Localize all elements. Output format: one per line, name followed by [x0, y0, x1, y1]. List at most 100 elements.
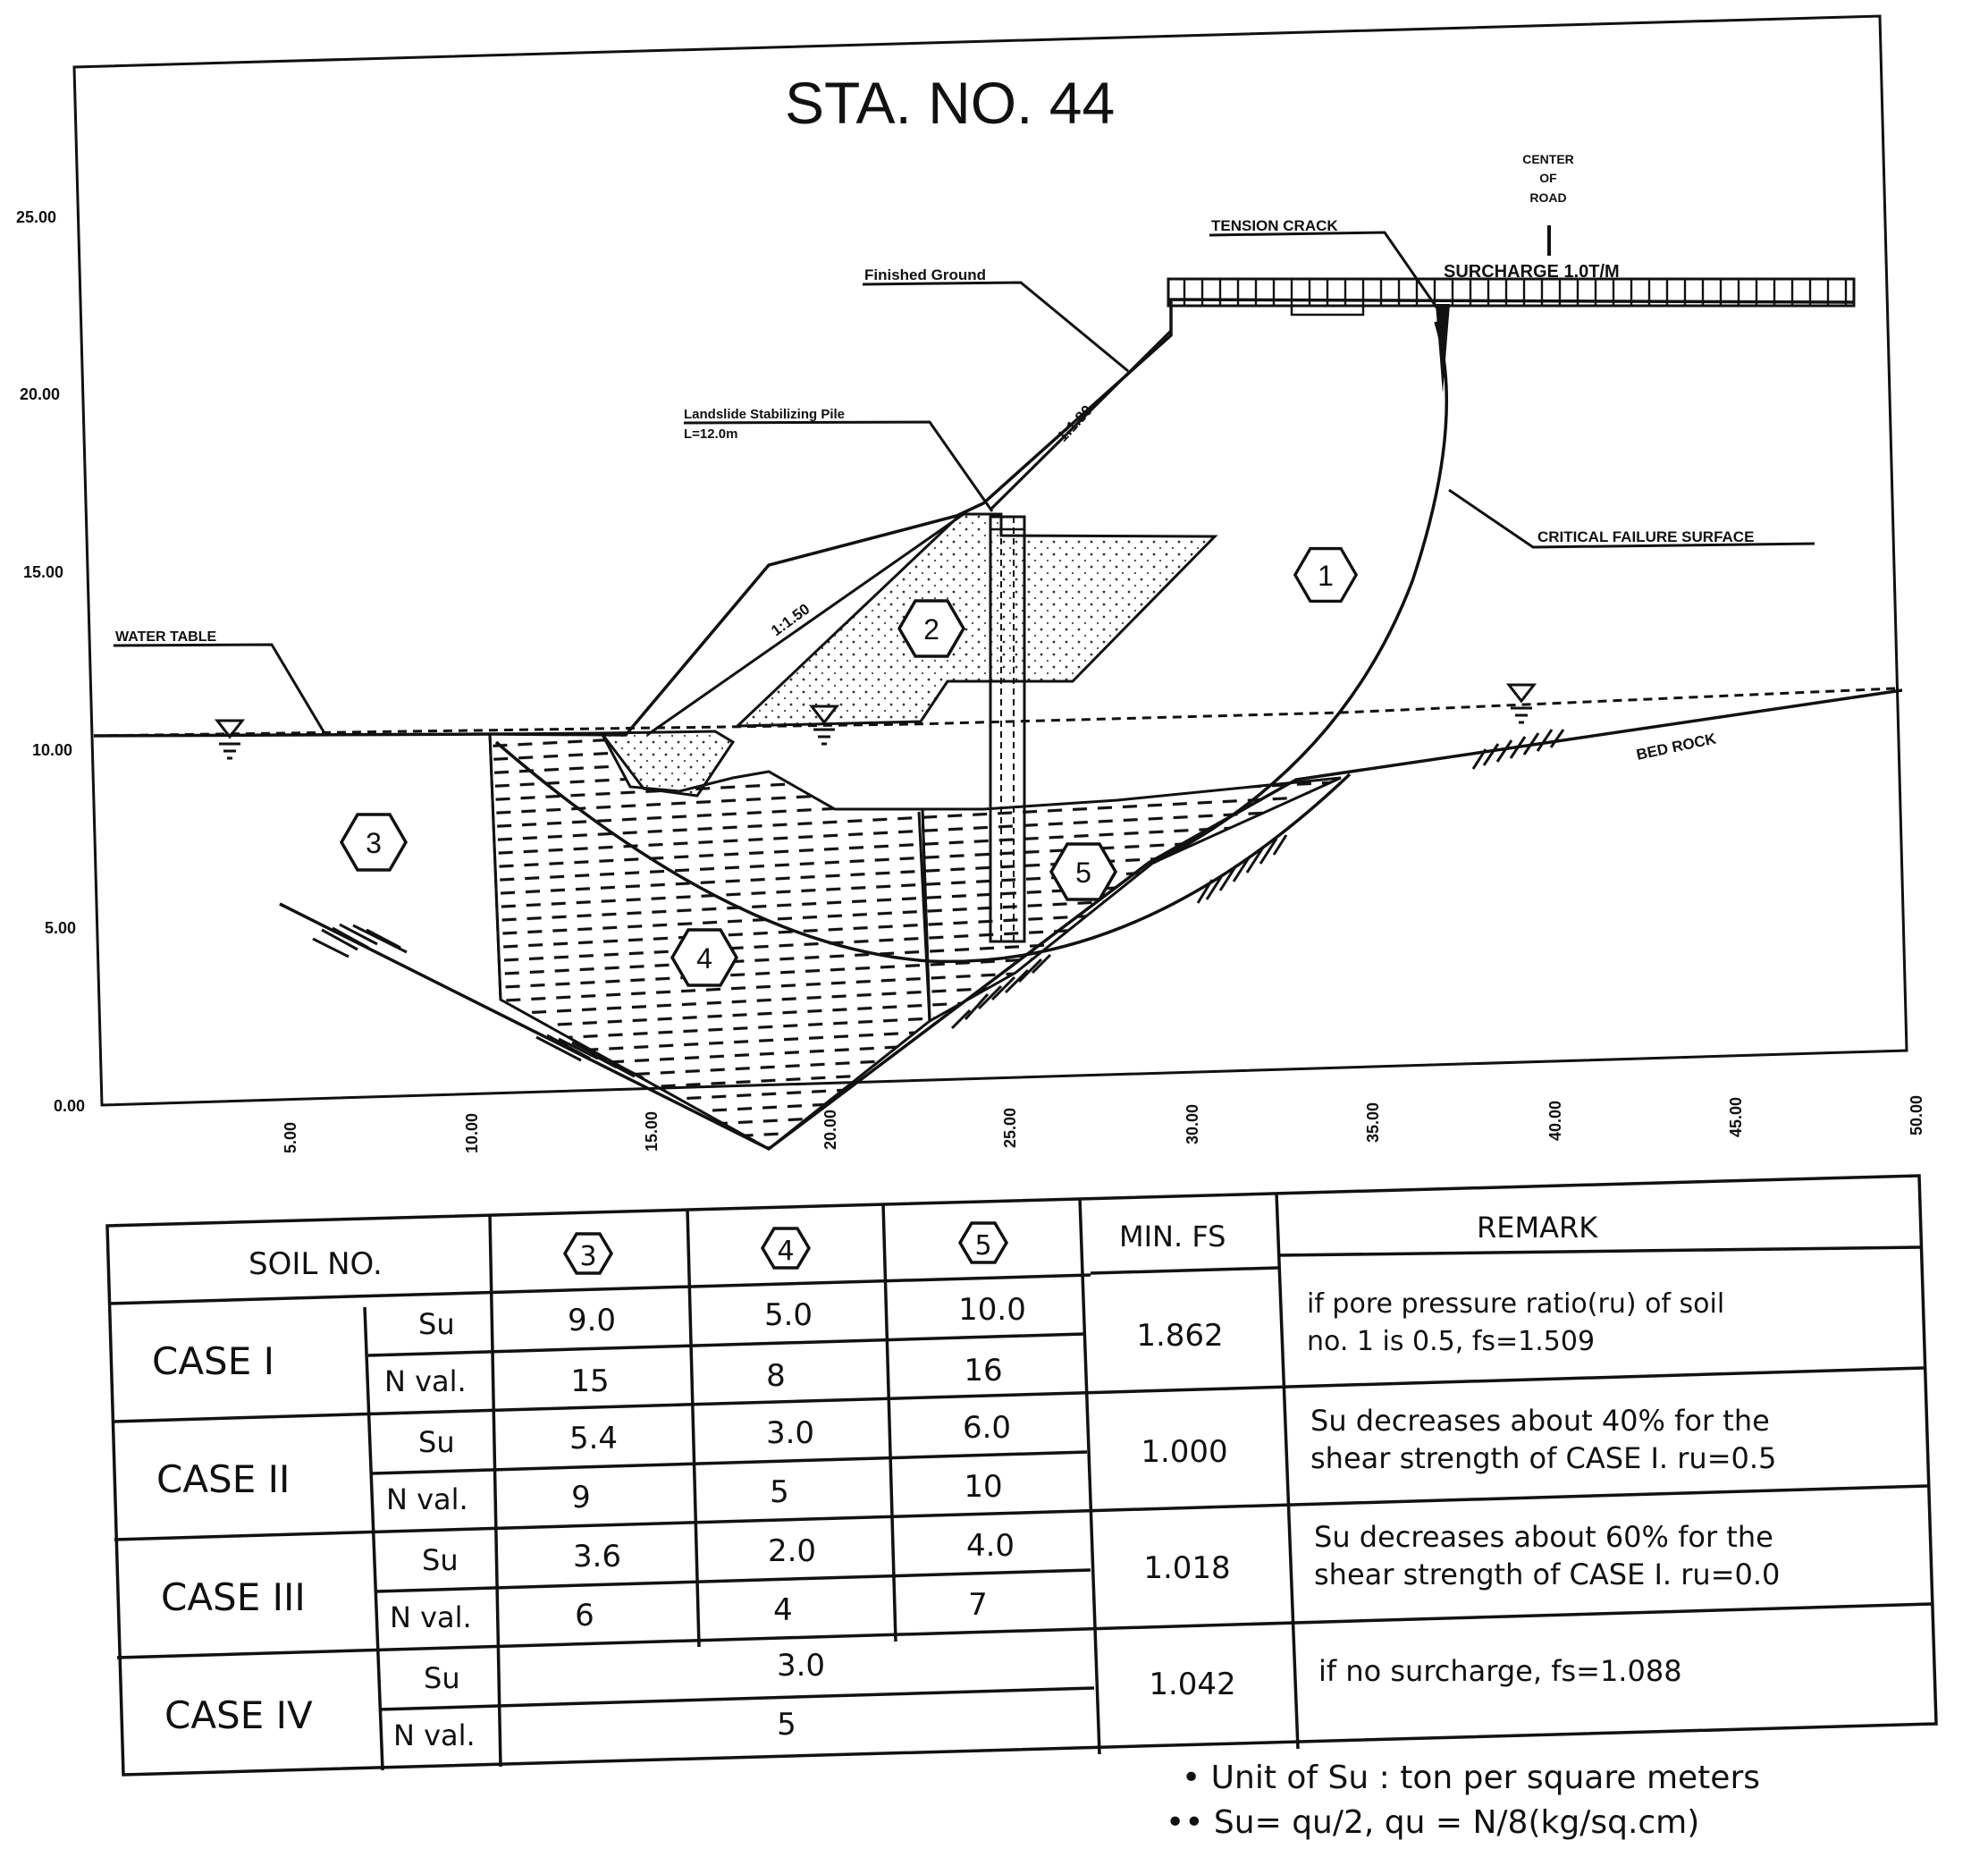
svg-text:2: 2: [923, 613, 939, 646]
soil-2-zone: [734, 512, 1218, 728]
center-of-road-label: CENTER OF ROAD: [1522, 152, 1574, 205]
n-label: N val.: [386, 1482, 468, 1516]
lower-failure-arc: [494, 740, 1352, 964]
su-value: 6.0: [963, 1410, 1011, 1446]
su-value: 5.0: [764, 1297, 813, 1333]
stabilizing-pile: [989, 515, 1026, 943]
remark-line: Su decreases about 60% for the: [1314, 1520, 1773, 1554]
finished-ground-label: Finished Ground: [864, 266, 986, 283]
y-tick-label: 25.00: [16, 208, 56, 226]
critical-failure-leader: [1448, 488, 1815, 549]
bed-rock-label: BED ROCK: [1635, 730, 1718, 764]
su-value: 5.4: [569, 1421, 618, 1456]
y-tick-label: 0.00: [54, 1097, 85, 1115]
case-2-row: CASE II Su N val. 5.4 3.0 6.0 9 5 10 1.0…: [156, 1404, 1776, 1516]
su-label: Su: [418, 1307, 455, 1341]
case-4-row: CASE IV Su N val. 3.0 5 1.042 if no surc…: [164, 1648, 1682, 1752]
critical-failure-label: CRITICAL FAILURE SURFACE: [1537, 528, 1754, 545]
tension-crack-label: TENSION CRACK: [1211, 217, 1338, 234]
su-label: Su: [424, 1661, 460, 1695]
x-tick-label: 15.00: [643, 1111, 661, 1152]
x-tick-label: 50.00: [1908, 1095, 1925, 1135]
n-value: 10: [964, 1469, 1002, 1505]
su-label: Su: [418, 1425, 455, 1459]
n-value: 7: [968, 1587, 988, 1623]
table-header: SOIL NO. 3 4 5 MIN. FS REMARK: [248, 1211, 1598, 1282]
svg-text:5: 5: [974, 1230, 991, 1262]
case-name: CASE IV: [164, 1693, 313, 1737]
remark-line: Su decreases about 40% for the: [1310, 1404, 1770, 1438]
su-value: 9.0: [568, 1303, 616, 1338]
n-value: 6: [575, 1598, 594, 1633]
n-label: N val.: [393, 1718, 476, 1752]
case-3-row: CASE III Su N val. 3.6 2.0 4.0 6 4 7 1.0…: [161, 1520, 1780, 1634]
n-value: 9: [571, 1480, 591, 1515]
remark-line: if no surcharge, fs=1.088: [1318, 1654, 1682, 1688]
svg-text:Landslide Stabilizing Pile: Landslide Stabilizing Pile: [684, 407, 845, 422]
remark-line: if pore pressure ratio(ru) of soil: [1307, 1288, 1724, 1320]
su-value: 10.0: [958, 1292, 1026, 1328]
x-tick-label: 10.00: [463, 1113, 481, 1153]
remark-header: REMARK: [1477, 1211, 1598, 1245]
soil-boundary-line: [917, 811, 931, 1022]
soil-parameter-table: [105, 1174, 1938, 1777]
case-1-row: CASE I Su N val. 9.0 5.0 10.0 15 8 16 1.…: [152, 1288, 1724, 1399]
soil-2-marker: 2: [897, 599, 966, 658]
su-label: Su: [422, 1543, 459, 1577]
soil-5-marker: 5: [1049, 842, 1118, 901]
drawing-title: STA. NO. 44: [785, 70, 1115, 136]
soil-3-marker: 3: [339, 813, 409, 872]
min-fs-header: MIN. FS: [1119, 1220, 1226, 1253]
remark-line: shear strength of CASE I. ru=0.5: [1310, 1441, 1776, 1475]
surcharge-hatch: [1183, 279, 1848, 306]
n-value: 4: [773, 1592, 793, 1628]
surcharge-label: SURCHARGE 1.0T/M: [1444, 262, 1620, 282]
upper-slope-line: [989, 329, 1173, 511]
critical-failure-arc: [1152, 321, 1448, 865]
n-value: 15: [570, 1363, 609, 1399]
su-value: 3.6: [573, 1539, 621, 1574]
soil-3-boundary: [488, 733, 502, 1000]
case-name: CASE III: [161, 1575, 306, 1619]
slope-upper-label: 1:1.80: [1054, 402, 1096, 445]
svg-text:L=12.0m: L=12.0m: [684, 426, 737, 442]
n-value: 5: [770, 1474, 789, 1510]
svg-text:ROAD: ROAD: [1529, 190, 1566, 205]
remark-line: shear strength of CASE I. ru=0.0: [1314, 1557, 1780, 1591]
x-tick-label: 45.00: [1727, 1097, 1745, 1137]
y-tick-label: 10.00: [32, 741, 72, 759]
x-tick-label: 30.00: [1184, 1104, 1201, 1144]
pile-label: Landslide Stabilizing Pile L=12.0m: [684, 407, 845, 442]
min-fs-value: 1.862: [1136, 1318, 1223, 1354]
x-axis: 5.00 10.00 15.00 20.00 25.00 30.00 35.00…: [282, 1095, 1925, 1153]
note-formula: •• Su= qu/2, qu = N/8(kg/sq.cm): [1166, 1804, 1699, 1841]
drawing-frame: [72, 14, 1908, 1107]
finished-ground-leader: [862, 281, 1129, 373]
soil-5-header-icon: 5: [957, 1221, 1009, 1264]
case-name: CASE II: [156, 1457, 290, 1501]
min-fs-value: 1.000: [1141, 1434, 1227, 1470]
water-table-line: [93, 687, 1896, 738]
soil-3-header-icon: 3: [562, 1232, 614, 1275]
svg-text:1: 1: [1318, 560, 1334, 592]
su-value: 4.0: [966, 1528, 1015, 1564]
remark-line: no. 1 is 0.5, fs=1.509: [1307, 1326, 1595, 1357]
svg-text:3: 3: [366, 827, 382, 859]
x-tick-label: 40.00: [1546, 1101, 1564, 1141]
n-value: 5: [777, 1707, 796, 1743]
y-tick-label: 15.00: [23, 563, 63, 581]
svg-text:5: 5: [1075, 857, 1091, 889]
pile-leader: [683, 420, 994, 512]
soil-1-marker: 1: [1293, 546, 1359, 604]
water-table-markers: [214, 683, 1537, 760]
y-axis: 25.00 20.00 15.00 10.00 5.00 0.00: [16, 208, 85, 1115]
surcharge-bar: [1167, 277, 1856, 308]
su-value: 3.0: [766, 1415, 814, 1451]
svg-text:4: 4: [777, 1236, 794, 1267]
svg-text:CENTER: CENTER: [1522, 152, 1574, 166]
y-tick-label: 5.00: [45, 919, 76, 937]
svg-text:4: 4: [696, 942, 712, 975]
soil-4-header-icon: 4: [760, 1227, 812, 1270]
soil-4-marker: 4: [670, 928, 739, 987]
